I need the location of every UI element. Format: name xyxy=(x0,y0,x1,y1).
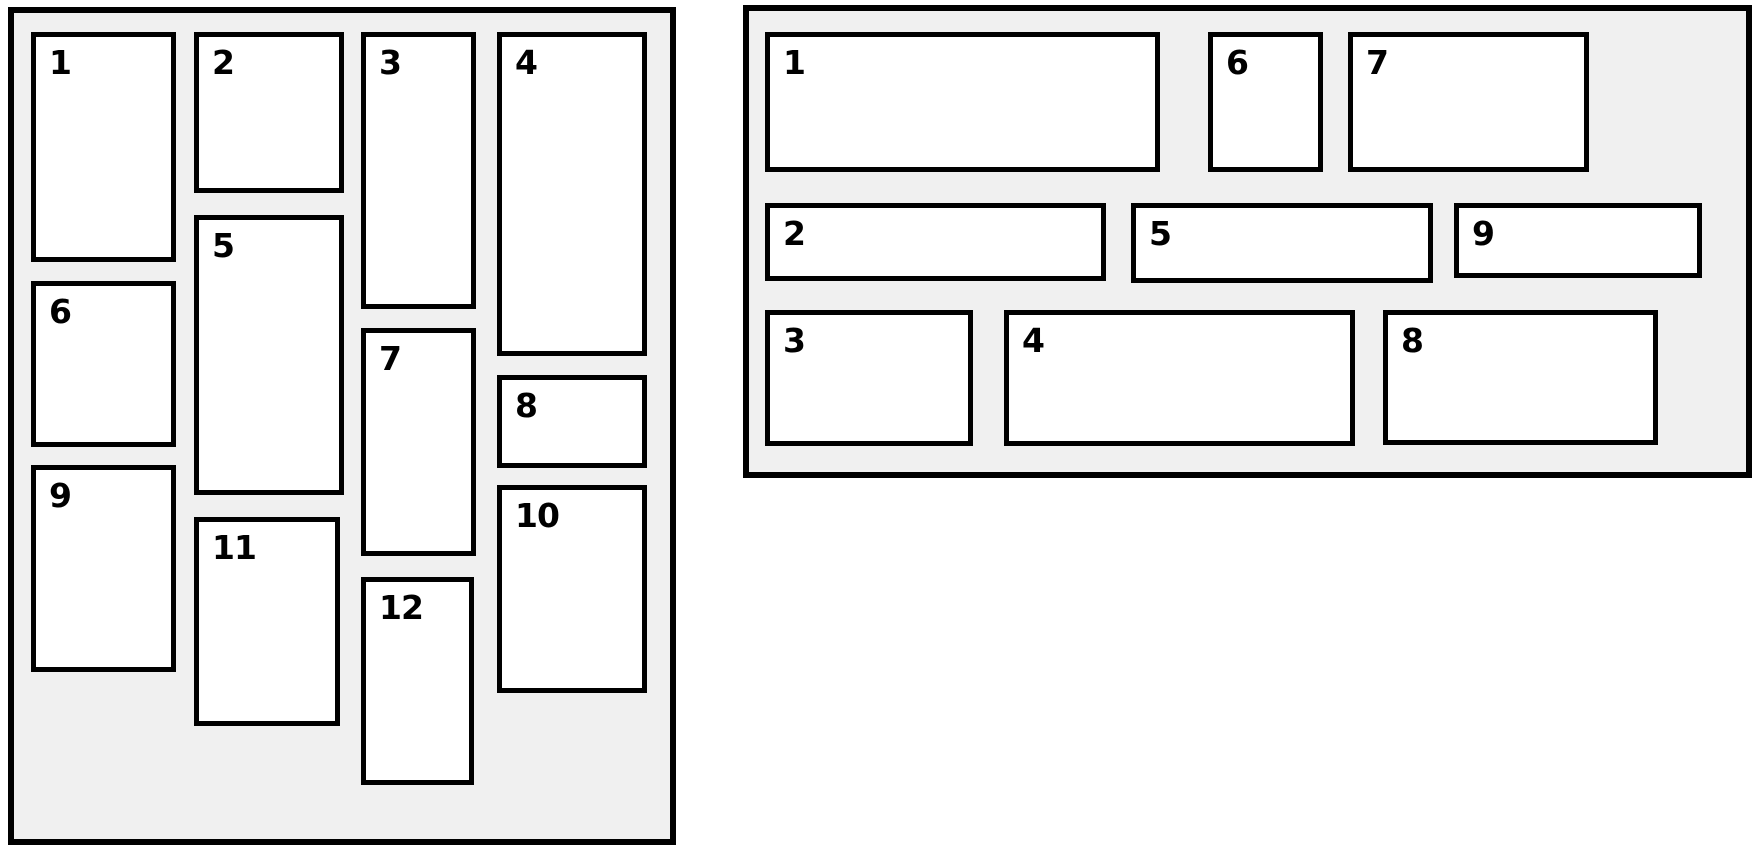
item-label: 8 xyxy=(1401,321,1424,360)
item-label: 10 xyxy=(515,496,560,535)
masonry-item: 12 xyxy=(361,577,474,785)
item-label: 11 xyxy=(212,528,257,567)
item-label: 7 xyxy=(1366,43,1389,82)
masonry-item: 6 xyxy=(1208,32,1323,172)
item-label: 2 xyxy=(212,43,235,82)
horizontal-masonry-panel: 1 6 7 2 5 9 3 4 8 xyxy=(743,5,1752,478)
masonry-item: 5 xyxy=(1131,203,1433,283)
item-label: 4 xyxy=(515,43,538,82)
masonry-item: 2 xyxy=(765,203,1106,281)
masonry-item: 11 xyxy=(194,517,340,726)
masonry-item: 7 xyxy=(361,328,476,556)
masonry-item: 7 xyxy=(1348,32,1589,172)
item-label: 5 xyxy=(1149,214,1172,253)
item-label: 3 xyxy=(379,43,402,82)
masonry-item: 6 xyxy=(31,281,176,447)
masonry-item: 8 xyxy=(1383,310,1658,445)
item-label: 7 xyxy=(379,339,402,378)
item-label: 4 xyxy=(1022,321,1045,360)
item-label: 6 xyxy=(1226,43,1249,82)
masonry-item: 1 xyxy=(765,32,1160,172)
item-label: 9 xyxy=(49,476,72,515)
masonry-item: 4 xyxy=(497,32,647,356)
masonry-item: 9 xyxy=(1454,203,1702,278)
masonry-item: 9 xyxy=(31,465,176,672)
masonry-item: 4 xyxy=(1004,310,1355,446)
masonry-item: 5 xyxy=(194,215,344,495)
item-label: 9 xyxy=(1472,214,1495,253)
item-label: 5 xyxy=(212,226,235,265)
item-label: 6 xyxy=(49,292,72,331)
item-label: 8 xyxy=(515,386,538,425)
item-label: 3 xyxy=(783,321,806,360)
item-label: 1 xyxy=(783,43,806,82)
masonry-item: 1 xyxy=(31,32,176,262)
masonry-item: 8 xyxy=(497,375,647,468)
masonry-item: 10 xyxy=(497,485,647,693)
item-label: 12 xyxy=(379,588,424,627)
masonry-item: 2 xyxy=(194,32,344,193)
item-label: 2 xyxy=(783,214,806,253)
item-label: 1 xyxy=(49,43,72,82)
masonry-item: 3 xyxy=(361,32,476,309)
masonry-item: 3 xyxy=(765,310,973,446)
